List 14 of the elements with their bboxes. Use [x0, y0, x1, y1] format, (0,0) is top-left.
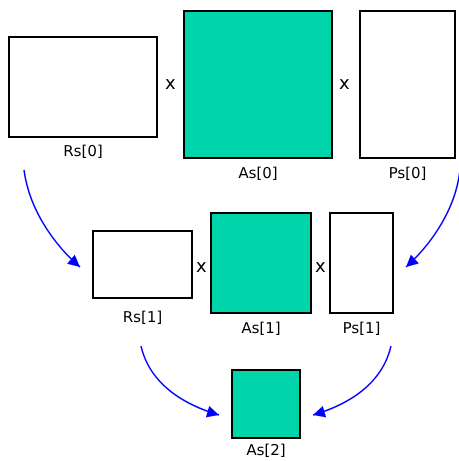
arrow — [140, 346, 220, 418]
arrow — [23, 170, 80, 268]
matrix-label: As[2] — [245, 441, 287, 459]
multiplication-sign: x — [315, 257, 326, 277]
arrow — [312, 346, 392, 418]
multiplication-sign: x — [196, 257, 207, 277]
matrix-label: Rs[0] — [62, 142, 104, 160]
multiplication-sign: x — [165, 74, 176, 94]
matrix-label: Ps[1] — [342, 319, 382, 337]
matrix-label: Ps[0] — [388, 164, 428, 182]
multiplication-sign: x — [339, 74, 350, 94]
matrix-label: Rs[1] — [122, 308, 164, 326]
matrix-label: As[0] — [237, 164, 279, 182]
matrix-label: As[1] — [240, 319, 282, 337]
